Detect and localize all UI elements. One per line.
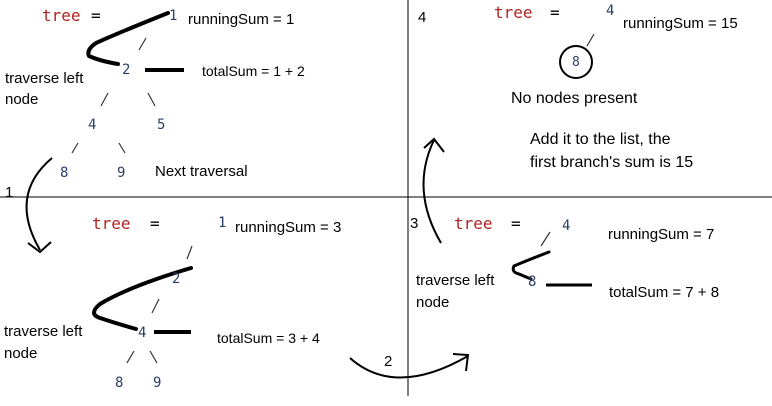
p4-result-line-1: Add it to the list, the xyxy=(530,131,671,148)
p2-equals: = xyxy=(150,214,160,233)
p3-tree-keyword: tree xyxy=(454,214,493,233)
step-1-number: 1 xyxy=(5,184,14,201)
p4-tree-keyword: tree xyxy=(494,3,533,22)
p1-edge-2-5 xyxy=(147,92,156,107)
step-3-number: 3 xyxy=(410,215,419,232)
p2-edge-4-8 xyxy=(126,350,135,364)
p3-edge-4-8 xyxy=(540,231,551,247)
p3-total-sum: totalSum = 7 + 8 xyxy=(609,284,720,301)
p4-running-sum: runningSum = 15 xyxy=(623,15,738,32)
p2-node-9: 9 xyxy=(153,375,162,391)
p4-node-8: 8 xyxy=(572,55,580,70)
p2-node-4: 4 xyxy=(138,325,147,341)
p2-edge-2-4 xyxy=(151,298,160,314)
p4-edge-4-8 xyxy=(586,33,595,47)
p1-edge-1-2 xyxy=(138,37,147,51)
p1-traverse-label-2: node xyxy=(5,91,39,108)
p1-traverse-curve xyxy=(86,11,170,66)
p2-node-1: 1 xyxy=(218,215,227,231)
p2-running-sum: runningSum = 3 xyxy=(235,219,342,236)
p1-traverse-label: traverse left xyxy=(5,70,84,87)
p2-node-8: 8 xyxy=(115,375,124,391)
p1-node-5: 5 xyxy=(157,117,166,133)
p2-edge-4-9 xyxy=(149,350,158,364)
p3-equals: = xyxy=(511,214,521,233)
p4-node-4: 4 xyxy=(606,3,615,19)
p3-node-4: 4 xyxy=(562,218,571,234)
p1-node-8: 8 xyxy=(60,165,69,181)
p4-result-line-2: first branch's sum is 15 xyxy=(530,154,694,171)
p3-traverse-curve xyxy=(511,250,551,281)
p3-traverse-label-2: node xyxy=(416,294,450,311)
p1-node-9: 9 xyxy=(117,165,126,181)
p1-node-2: 2 xyxy=(122,62,131,78)
p1-running-sum: runningSum = 1 xyxy=(188,11,295,28)
p4-equals: = xyxy=(550,3,560,22)
p2-traverse-label: traverse left xyxy=(4,323,83,340)
p2-edge-1-2 xyxy=(186,245,193,260)
step-2-number: 2 xyxy=(384,353,393,370)
step-4-number: 4 xyxy=(418,9,427,26)
p2-node-2: 2 xyxy=(172,271,181,287)
p2-traverse-label-2: node xyxy=(4,345,38,362)
arrow-2 xyxy=(349,355,469,379)
p1-edge-4-8 xyxy=(71,142,79,154)
arrow-2-head xyxy=(452,353,470,372)
p1-edge-4-9 xyxy=(118,142,126,154)
p2-tree-keyword: tree xyxy=(92,214,131,233)
p3-running-sum: runningSum = 7 xyxy=(608,226,715,243)
arrow-1-head xyxy=(27,241,52,254)
arrow-3-head xyxy=(423,137,445,153)
p1-total-sum: totalSum = 1 + 2 xyxy=(202,63,305,79)
p2-total-sum: totalSum = 3 + 4 xyxy=(217,330,320,346)
p2-traverse-curve xyxy=(92,266,193,331)
p3-node-8: 8 xyxy=(528,274,537,290)
p1-node-1: 1 xyxy=(169,8,178,24)
arrow-1 xyxy=(25,157,53,251)
p1-tree-keyword: tree xyxy=(42,6,81,25)
p1-equals: = xyxy=(91,6,101,25)
p3-traverse-label: traverse left xyxy=(416,272,495,289)
p4-no-nodes: No nodes present xyxy=(511,90,638,107)
p1-node-4: 4 xyxy=(88,117,97,133)
p4-node-8-circle xyxy=(559,45,593,79)
arrow-3 xyxy=(422,139,442,244)
p1-edge-2-4 xyxy=(100,92,109,107)
p1-next-traversal: Next traversal xyxy=(155,163,248,180)
